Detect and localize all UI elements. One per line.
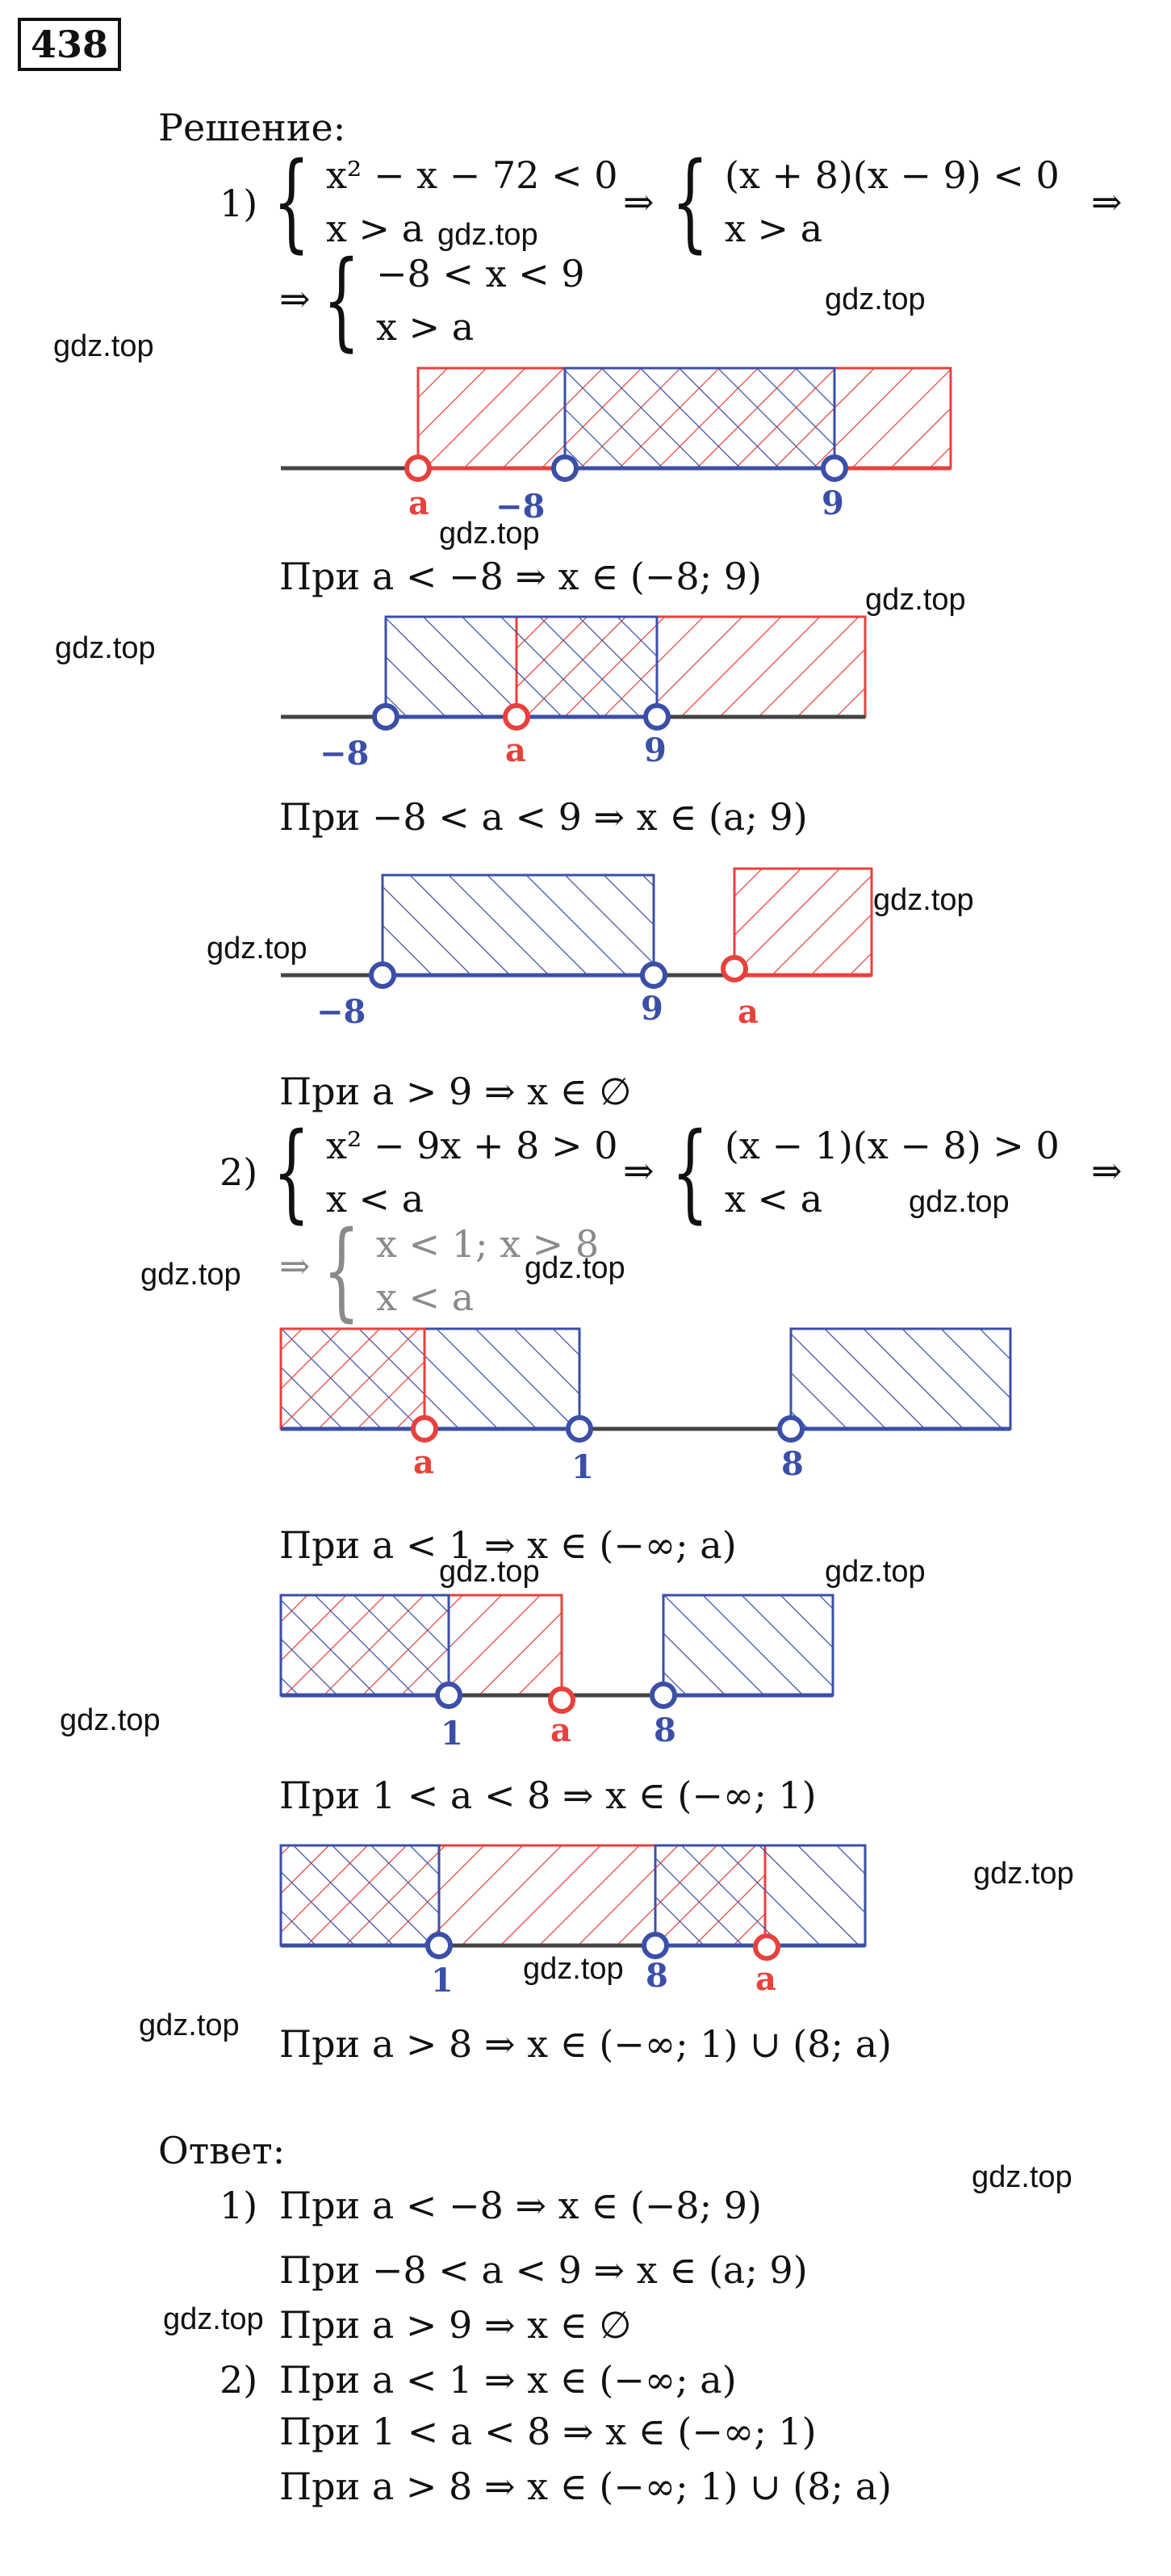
point-label: 1 <box>571 1448 594 1486</box>
point-label: −8 <box>320 735 370 773</box>
point-9 <box>640 961 667 989</box>
point-label: a <box>550 1711 571 1749</box>
point-8 <box>777 1415 805 1443</box>
region-x-lt-1 <box>279 1594 450 1697</box>
point-label: −8 <box>316 993 366 1031</box>
point-1 <box>435 1682 462 1709</box>
point-a <box>721 955 748 982</box>
case-result: При 1 < a < 8 ⇒ x ∈ (−∞; 1) <box>279 1774 817 1817</box>
answer-line: При −8 < a < 9 ⇒ x ∈ (a; 9) <box>279 2248 808 2292</box>
part2-label: 2) <box>220 1150 258 1194</box>
point-label: 8 <box>654 1711 676 1749</box>
case-result: При −8 < a < 9 ⇒ x ∈ (a; 9) <box>279 795 808 839</box>
case-result: При a < 1 ⇒ x ∈ (−∞; a) <box>279 1523 737 1567</box>
answer-part1-label: 1) <box>220 2184 258 2227</box>
point-9 <box>643 703 671 731</box>
answer-heading: Ответ: <box>158 2129 286 2172</box>
answer-line: При a > 9 ⇒ x ∈ ∅ <box>279 2303 632 2347</box>
watermark: gdz.top <box>825 1555 926 1589</box>
watermark: gdz.top <box>60 1703 161 1737</box>
watermark: gdz.top <box>909 1185 1010 1219</box>
point-1 <box>425 1932 453 1959</box>
point-label: 9 <box>644 731 667 769</box>
point-9 <box>821 454 848 482</box>
point-label: 9 <box>822 484 844 522</box>
point-8 <box>642 1932 669 1959</box>
implies-sign: ⇒ <box>1091 1149 1123 1192</box>
implies-sign: ⇒ <box>623 1149 655 1192</box>
point-label: a <box>738 993 759 1031</box>
watermark: gdz.top <box>437 218 538 252</box>
answer-part2-label: 2) <box>220 2358 258 2402</box>
implies-sign: ⇒ <box>623 180 655 224</box>
point-label: 8 <box>646 1957 668 1995</box>
watermark: gdz.top <box>139 2008 240 2042</box>
region-minus8-to-9 <box>563 367 836 470</box>
point-a <box>404 454 432 482</box>
case-result: При a > 9 ⇒ x ∈ ∅ <box>279 1070 632 1113</box>
point-label: a <box>408 484 429 522</box>
point-minus8 <box>551 454 579 482</box>
watermark: gdz.top <box>439 1555 540 1589</box>
watermark: gdz.top <box>973 1857 1074 1891</box>
watermark: gdz.top <box>439 517 540 551</box>
point-minus8 <box>372 703 399 731</box>
watermark: gdz.top <box>207 932 307 965</box>
implies-sign: ⇒ <box>279 277 311 320</box>
point-label: a <box>505 731 526 769</box>
watermark: gdz.top <box>972 2160 1073 2194</box>
point-label: 1 <box>431 1962 454 2000</box>
watermark: gdz.top <box>825 283 926 316</box>
point-label: 1 <box>441 1715 463 1753</box>
point-label: a <box>413 1443 434 1481</box>
point-a <box>753 1933 780 1961</box>
answer-line: При a < 1 ⇒ x ∈ (−∞; a) <box>279 2358 737 2402</box>
point-1 <box>566 1415 593 1443</box>
watermark: gdz.top <box>55 631 156 665</box>
point-label: 9 <box>641 990 663 1028</box>
point-minus8 <box>369 961 396 989</box>
region-x-lt-1 <box>279 1844 441 1947</box>
implies-sign: ⇒ <box>1091 180 1123 224</box>
point-a <box>503 703 530 731</box>
region-minus8-to-9 <box>381 873 655 977</box>
watermark: gdz.top <box>525 1251 625 1285</box>
region-x-gt-8 <box>654 1844 867 1947</box>
watermark: gdz.top <box>53 329 154 363</box>
point-a <box>548 1686 575 1714</box>
watermark: gdz.top <box>873 883 974 917</box>
watermark: gdz.top <box>865 583 966 617</box>
solution-heading: Решение: <box>158 106 346 149</box>
answer-line: При a > 8 ⇒ x ∈ (−∞; 1) ∪ (8; a) <box>279 2465 892 2508</box>
answer-line: При a < −8 ⇒ x ∈ (−8; 9) <box>279 2184 762 2227</box>
point-label: 8 <box>781 1445 804 1483</box>
part1-label: 1) <box>220 182 258 225</box>
case-result: При a < −8 ⇒ x ∈ (−8; 9) <box>279 555 762 598</box>
problem-number: 438 <box>18 18 122 71</box>
watermark: gdz.top <box>163 2302 264 2336</box>
answer-line: При 1 < a < 8 ⇒ x ∈ (−∞; 1) <box>279 2410 817 2453</box>
case-result: При a > 8 ⇒ x ∈ (−∞; 1) ∪ (8; a) <box>279 2022 892 2066</box>
point-a <box>411 1415 438 1443</box>
point-8 <box>650 1682 677 1709</box>
point-label: −8 <box>496 488 546 526</box>
region-x-gt-8 <box>662 1594 834 1697</box>
point-label: a <box>755 1960 776 1998</box>
watermark: gdz.top <box>140 1258 241 1292</box>
implies-sign: ⇒ <box>279 1244 311 1288</box>
watermark: gdz.top <box>523 1952 624 1986</box>
